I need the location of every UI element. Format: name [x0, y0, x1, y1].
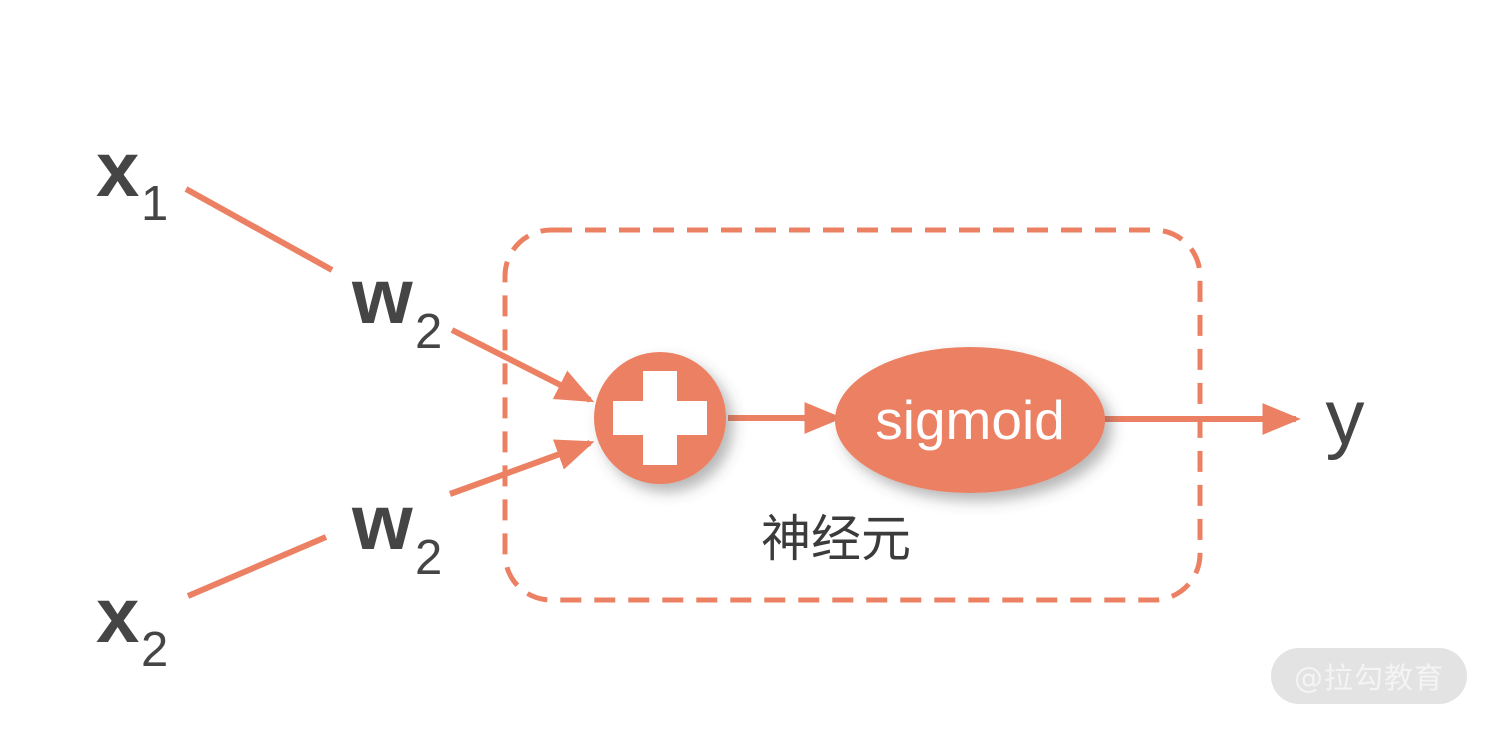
- weight-label-top: w 2: [351, 252, 442, 359]
- neuron-caption: 神经元: [761, 510, 911, 568]
- watermark-text: @拉勾教育: [1293, 661, 1444, 695]
- weight-bottom-base: w: [351, 478, 413, 566]
- weight-bottom-subscript: 2: [415, 531, 442, 585]
- weight-top-subscript: 2: [415, 305, 442, 359]
- activation-node-label: sigmoid: [875, 389, 1065, 451]
- weight-top-base: w: [351, 252, 413, 340]
- watermark-badge: @拉勾教育: [1271, 648, 1467, 704]
- output-label-y: y: [1326, 373, 1365, 461]
- input-x1-base: x: [96, 125, 139, 213]
- plus-icon-bar: [613, 401, 707, 435]
- input-x1-subscript: 1: [141, 177, 168, 231]
- neuron-boundary-box: [502, 227, 1203, 603]
- input-x2-base: x: [96, 571, 139, 659]
- edge-weight-bottom-to-sum: [448, 439, 595, 497]
- sum-node: [594, 352, 726, 484]
- activation-node-ellipse: [835, 347, 1105, 493]
- edge-weight-top-to-sum: [450, 327, 595, 403]
- edge-x2-to-weight-bottom: [186, 534, 328, 599]
- input-label-x1: x 1: [96, 125, 168, 231]
- input-x2-subscript: 2: [141, 623, 168, 677]
- edge-x1-to-weight-top: [184, 186, 334, 273]
- weight-label-bottom: w 2: [351, 478, 442, 585]
- activation-node: sigmoid: [835, 347, 1105, 493]
- input-label-x2: x 2: [96, 571, 168, 677]
